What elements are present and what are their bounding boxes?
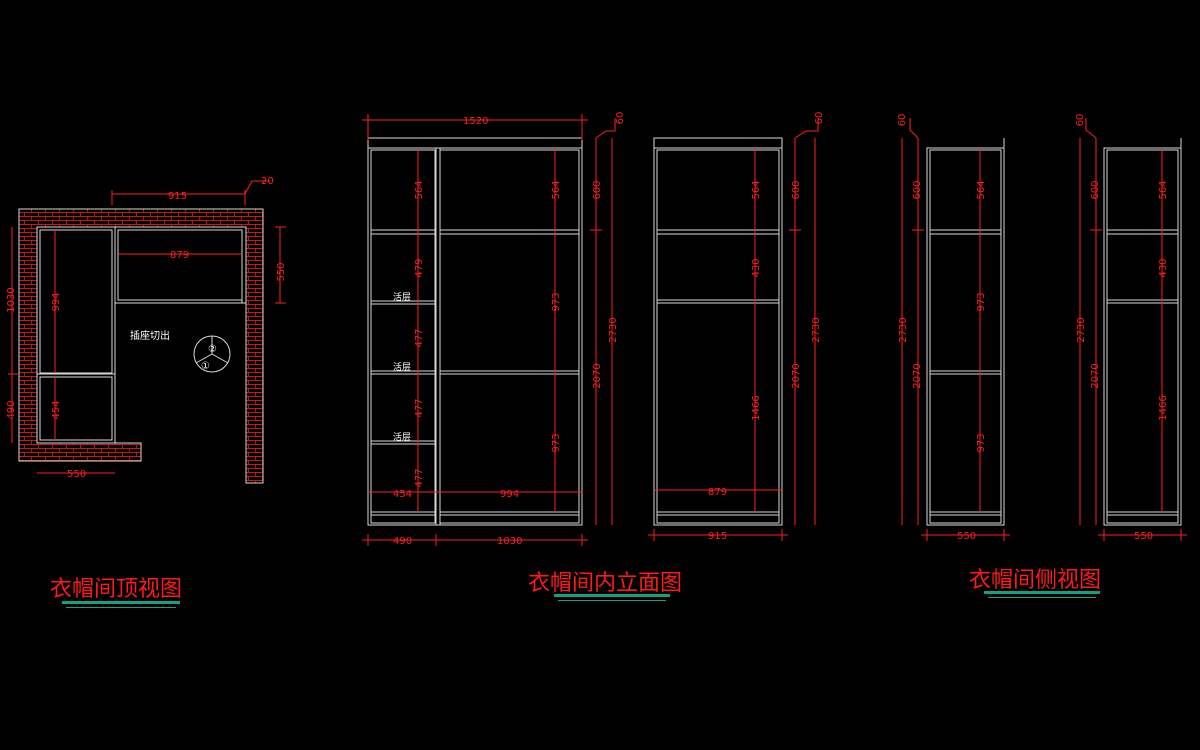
dim-b-top-offset: 60	[814, 112, 825, 125]
dim-left-col-4: 477	[414, 398, 425, 417]
dim-side-b-bottom-width: 550	[1134, 531, 1153, 542]
dim-bottom-width: 550	[67, 469, 86, 480]
dim-total-width: 1520	[463, 116, 488, 127]
dim-left-col-5: 477	[414, 468, 425, 487]
elevation-title-underline	[554, 594, 670, 597]
dim-bottom-right: 1030	[497, 536, 522, 547]
top-view-plan: 915 20 879 550 1030 490 994 454 550 插座切出…	[6, 176, 287, 484]
side-view-title-underline-thin	[988, 597, 1096, 598]
top-view-cabinets	[36, 226, 247, 444]
dim-side-b-lower: 2070	[1090, 363, 1101, 388]
shelf-label-3: 活层	[393, 431, 411, 443]
dim-left-bottom-width: 454	[393, 489, 412, 500]
elevation-title-underline-thin	[558, 600, 666, 601]
dim-right-total: 2730	[608, 317, 619, 342]
dim-b-col-2: 430	[751, 258, 762, 277]
dim-side-b-top-offset: 60	[1075, 114, 1086, 127]
dim-left-col-2: 479	[414, 258, 425, 277]
dim-right-lower: 2070	[592, 363, 603, 388]
dim-inner-upper: 994	[51, 292, 62, 311]
dim-side-a-bottom-width: 550	[957, 531, 976, 542]
dim-side-a-lower: 2070	[912, 363, 923, 388]
dim-b-col-1: 564	[751, 180, 762, 199]
dim-right-top: 600	[592, 180, 603, 199]
top-view-title-underline-thin	[66, 607, 176, 608]
dim-side-a-total: 2730	[898, 317, 909, 342]
dim-right-col-3: 973	[551, 433, 562, 452]
marker-1: ①	[201, 361, 210, 372]
dim-b-inner-width: 879	[708, 487, 727, 498]
elevation-title: 衣帽间内立面图	[528, 571, 683, 596]
dim-side-a-top: 600	[912, 180, 923, 199]
dim-side-a-top-offset: 60	[897, 114, 908, 127]
dim-side-b-col-2: 430	[1158, 258, 1169, 277]
side-view-b: 60 600 2730 2070 564 430 1466 550	[1075, 114, 1187, 542]
dim-left-col-1: 564	[414, 180, 425, 199]
dim-right-depth: 550	[276, 262, 287, 281]
dim-left-col-3: 477	[414, 328, 425, 347]
elevation-b: 60 564 430 1466 600 2070 2730 879 915	[648, 112, 825, 542]
dim-right-inner-width: 994	[500, 489, 519, 500]
top-view-dim-lines	[8, 180, 286, 474]
dim-top-width: 915	[168, 191, 187, 202]
dim-top-offset: 60	[615, 112, 626, 125]
socket-cutout-marker	[193, 335, 231, 373]
top-view-title-underline	[62, 601, 180, 604]
dim-left-lower: 490	[6, 400, 17, 419]
dim-left-total: 1030	[6, 287, 17, 312]
top-view-brick-wall	[18, 208, 264, 484]
dim-inner-lower: 454	[51, 400, 62, 419]
dim-side-b-col-3: 1466	[1158, 395, 1169, 420]
side-view-title-underline	[984, 591, 1100, 594]
dim-bottom-left: 490	[393, 536, 412, 547]
dim-side-a-col-2: 973	[976, 292, 987, 311]
shelf-label-1: 活层	[393, 291, 411, 303]
dim-b-total: 2730	[811, 317, 822, 342]
dim-side-b-col-1: 564	[1158, 180, 1169, 199]
top-view-title: 衣帽间顶视图	[50, 577, 183, 602]
dim-side-b-top: 600	[1090, 180, 1101, 199]
dim-right-col-2: 973	[551, 292, 562, 311]
side-view-title: 衣帽间侧视图	[969, 568, 1102, 593]
dim-b-col-3: 1466	[751, 395, 762, 420]
marker-2: ②	[208, 344, 217, 355]
shelf-label-2: 活层	[393, 361, 411, 373]
dim-right-col-1: 564	[551, 180, 562, 199]
dim-side-a-col-3: 973	[976, 433, 987, 452]
dim-wall-thickness: 20	[261, 176, 274, 187]
dim-b-top: 600	[791, 180, 802, 199]
side-view-a: 60 600 2730 2070 564 973 973 550	[897, 114, 1010, 542]
dim-side-b-total: 2730	[1076, 317, 1087, 342]
dim-inner-width: 879	[170, 250, 189, 261]
socket-cutout-label: 插座切出	[130, 329, 170, 342]
elevation-a: 1520 60 564 479 477 477 477 564 973 973 …	[362, 112, 626, 547]
dim-b-lower: 2070	[791, 363, 802, 388]
dim-side-a-col-1: 564	[976, 180, 987, 199]
dim-b-bottom-width: 915	[708, 531, 727, 542]
